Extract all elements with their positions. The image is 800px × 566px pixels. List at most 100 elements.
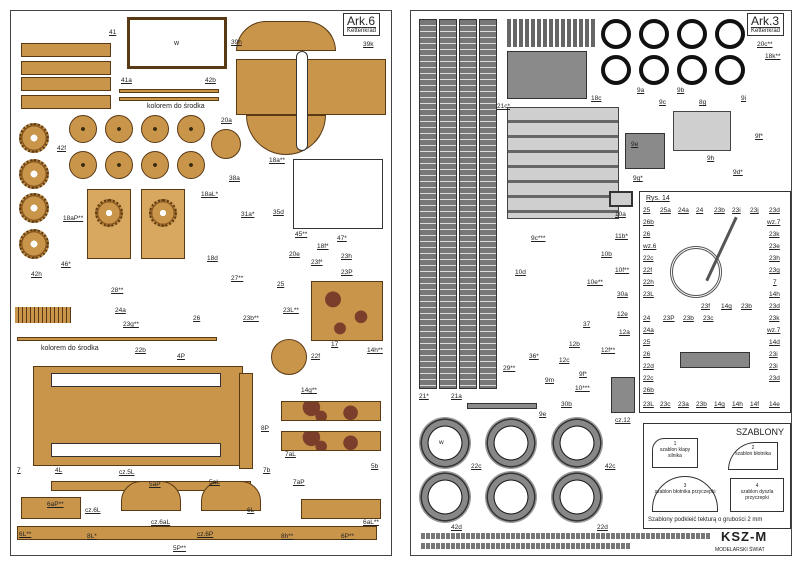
tire-ring [677, 19, 707, 49]
label-23f: 23f* [311, 259, 323, 266]
label-46: 46* [61, 261, 71, 268]
label-18c: 18c [591, 95, 602, 102]
part-21c [507, 51, 587, 99]
tire-22c [485, 471, 537, 523]
road-wheel [177, 115, 205, 143]
label-8L: 8L* [87, 533, 97, 540]
fig-label: 23k [769, 315, 780, 322]
label-5aP: 5aP [149, 481, 161, 488]
label-41: 41 [109, 29, 117, 36]
label-6P: 6P** [341, 533, 355, 540]
label-18k: 18k** [765, 53, 781, 60]
motorcycle-top-view [680, 352, 750, 368]
label-42c: 42c [605, 463, 616, 470]
part-9e [625, 133, 665, 169]
part-4L [51, 443, 221, 457]
label-10e: 10e** [587, 279, 603, 286]
tire-ring [715, 55, 745, 85]
tire-22c [419, 471, 471, 523]
part-fender-bottom [246, 115, 326, 155]
fig-label: 23a [678, 401, 689, 408]
label-42b: 42b [205, 77, 216, 84]
template-text: szablon klapy silnika [659, 447, 691, 459]
template-text: szablon błotnika przyczepki [654, 489, 716, 495]
label-cz5L: cz.5L [119, 469, 135, 476]
fig-label: wz.7 [767, 219, 781, 226]
part-41-b [21, 61, 111, 75]
label-18aP: 18aP** [63, 215, 84, 222]
label-9d: 9d* [733, 169, 743, 176]
label-6L-star: 6L** [19, 531, 32, 538]
label-22f: 22f [311, 353, 321, 360]
part-8P [239, 373, 253, 469]
label-7: 7 [17, 467, 21, 474]
part-20a [211, 129, 241, 159]
road-wheel [69, 115, 97, 143]
part-41-d [21, 95, 111, 109]
label-42d: 42d [451, 524, 462, 531]
label-9f-b: 9f* [579, 371, 587, 378]
sheet-subtitle: Kettenkrad [751, 27, 781, 34]
part-41-c [21, 77, 111, 91]
label-w: w [174, 40, 180, 47]
road-wheel [177, 151, 205, 179]
label-17: 17 [331, 341, 339, 348]
label-8g: 8g [699, 99, 707, 106]
label-5aL: 5aL [209, 479, 220, 486]
road-wheel [141, 151, 169, 179]
track-strip-3 [459, 19, 477, 389]
fig14-labels: 25 25a 24a 24 23b 23i 23j 23d 26b wz.7 2… [641, 207, 789, 411]
road-wheel [69, 151, 97, 179]
label-18f: 18f* [317, 243, 329, 250]
fig-label: 22d [643, 363, 654, 370]
template-number: 4 [755, 483, 759, 489]
label-45: 45** [295, 231, 308, 238]
fig-label: 14g [714, 401, 725, 408]
tire-ring [601, 19, 631, 49]
label-22b: 22b [135, 347, 146, 354]
sheet-subtitle: Kettenkrad [347, 27, 377, 34]
label-14g: 14g** [301, 387, 317, 394]
label-9e: 9e [631, 141, 639, 148]
label-21: 21* [419, 393, 429, 400]
label-10f: 10f** [615, 267, 630, 274]
fig-label: 26b [643, 387, 654, 394]
label-28: 28** [111, 287, 124, 294]
label-8P: 8P [261, 425, 269, 432]
sprocket-42f-4 [19, 229, 49, 259]
label-20e: 20e [289, 251, 300, 258]
sheet-ark-6: Ark.6 Kettenkrad w kolorem do środka kol… [10, 10, 392, 556]
label-36: 36* [529, 353, 539, 360]
sheet-title: Ark.3 Kettenkrad [747, 13, 785, 36]
fig-label: 24 [696, 207, 704, 214]
label-22d: 22d [597, 524, 608, 531]
motorcycle-wheel [670, 246, 722, 298]
sprocket-42f-3 [19, 193, 49, 223]
fig-label: 23d [769, 207, 780, 214]
label-7aL: 7aL [285, 451, 296, 458]
track-strip-2 [439, 19, 457, 389]
logo-tagline: MODELARSKI ŚWIAT [715, 547, 765, 553]
label-11b: 11b* [615, 233, 628, 240]
label-9f: 9f* [755, 133, 763, 140]
label-6L: 6L [247, 507, 255, 514]
templates-footnote: Szablony podkleić tekturą o grubości 2 m… [648, 517, 763, 523]
label-38a: 38a [229, 175, 240, 182]
template-number: 3 [683, 483, 687, 489]
label-23b: 23b** [243, 315, 259, 322]
label-4P: 4P [177, 353, 185, 360]
label-9b: 9b [677, 87, 685, 94]
fig-label: 23d [769, 375, 780, 382]
fig-label: 25 [643, 339, 651, 346]
sprocket-18a-b [149, 199, 177, 227]
part-41 [21, 43, 111, 57]
label-cz12: cz.12 [615, 417, 631, 424]
road-wheel [105, 115, 133, 143]
label-24a: 24a [115, 307, 126, 314]
part-39h: w [127, 17, 227, 69]
label-9c: 9c [659, 99, 666, 106]
part-teeth [507, 19, 597, 47]
fig-label: 23P [663, 315, 675, 322]
label-8h: 8h** [281, 533, 294, 540]
